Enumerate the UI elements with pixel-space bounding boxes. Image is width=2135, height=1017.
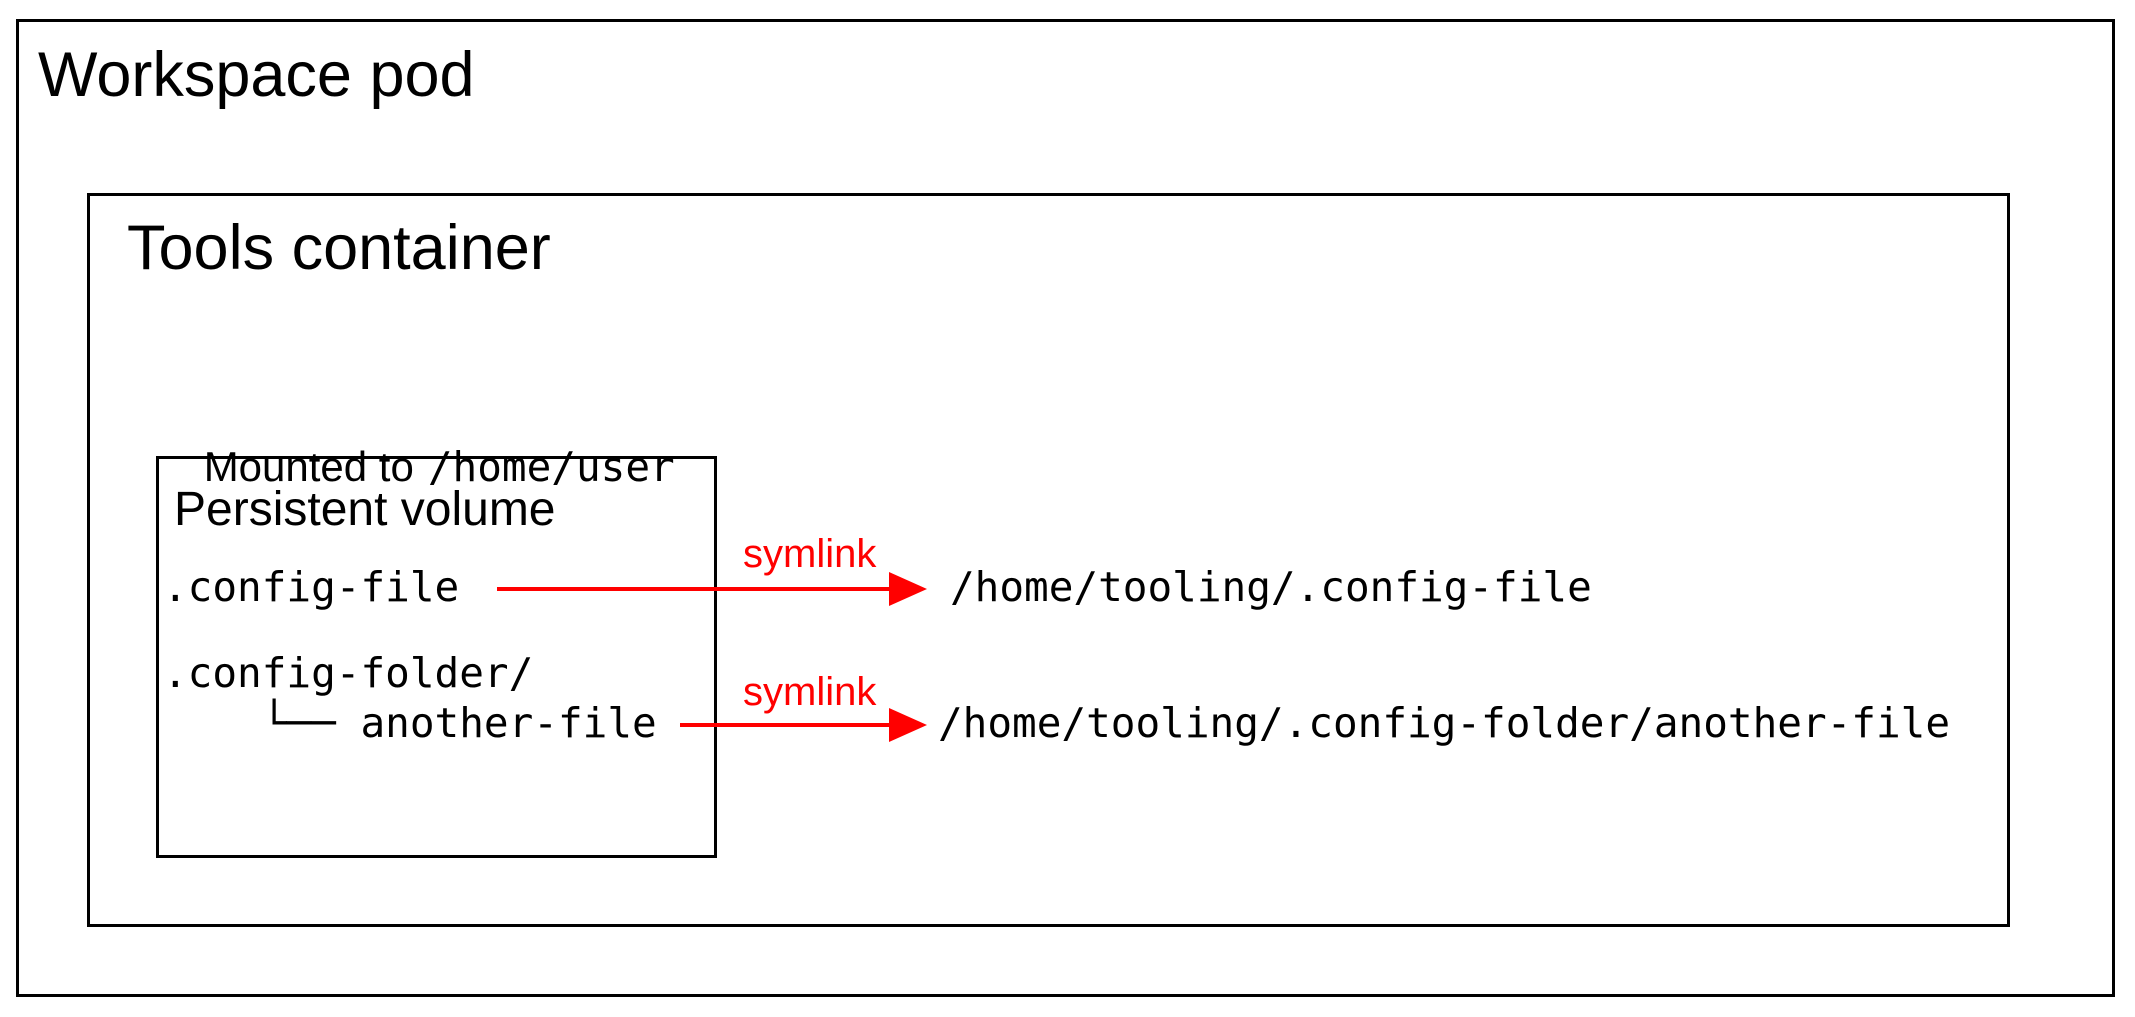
symlink-label-2: symlink [743, 670, 877, 714]
mount-point-label: Mounted to/home/user [157, 404, 675, 530]
mount-point-path: /home/user [427, 443, 675, 491]
symlink-target-another-file: /home/tooling/.config-folder/another-fil… [938, 699, 1951, 747]
workspace-pod-title: Workspace pod [38, 40, 475, 110]
mount-point-text: Mounted to [203, 443, 414, 490]
tools-container-title: Tools container [127, 213, 551, 283]
workspace-pod-box [16, 19, 2115, 997]
pv-entry-config-file: .config-file [163, 563, 460, 611]
symlink-target-config-file: /home/tooling/.config-file [950, 563, 1592, 611]
persistent-volume-box [156, 456, 717, 858]
pv-entry-config-folder: .config-folder/ [163, 649, 534, 697]
symlink-label-1: symlink [743, 532, 877, 576]
tools-container-box [87, 193, 2010, 927]
persistent-volume-title: Persistent volume [174, 483, 556, 536]
pv-entry-another-file: └── another-file [163, 699, 657, 747]
